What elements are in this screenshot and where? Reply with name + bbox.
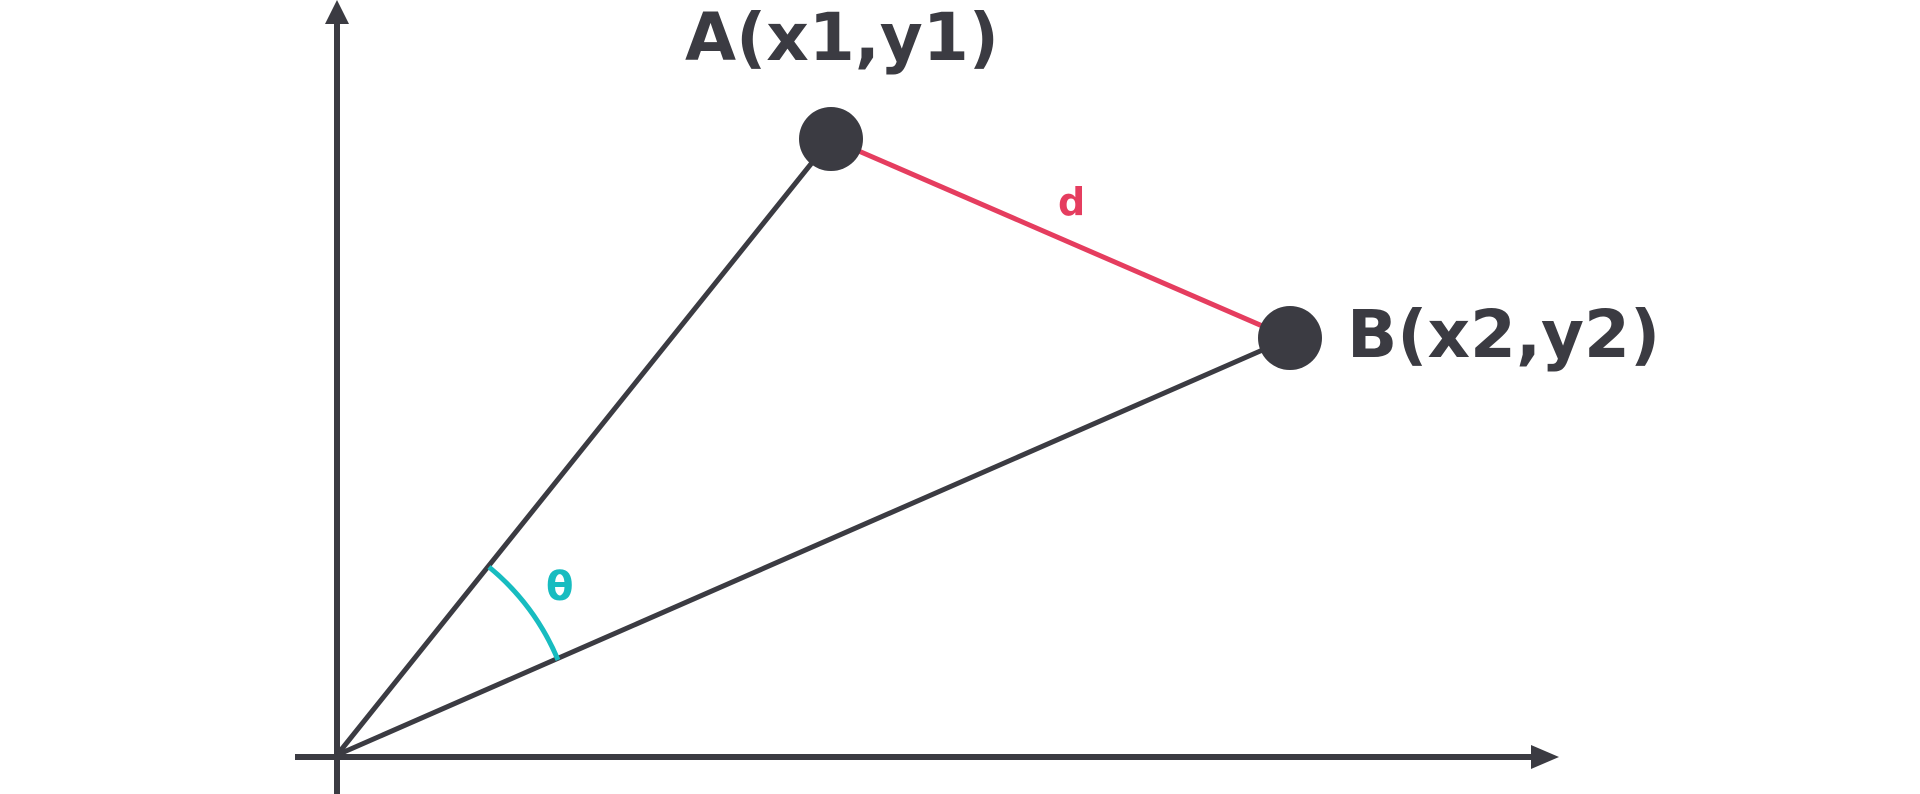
distance-segment <box>830 136 1291 341</box>
distance-label: d <box>1058 180 1085 224</box>
y-axis-arrowhead <box>325 0 349 24</box>
y-axis <box>325 0 349 794</box>
point-a-marker <box>799 107 863 171</box>
point-a-label: A(x1,y1) <box>685 0 999 76</box>
x-axis-arrowhead <box>1531 745 1559 769</box>
vector-origin-to-b <box>335 335 1292 758</box>
point-b-marker <box>1258 306 1322 370</box>
angle-label: θ <box>546 564 573 610</box>
vector-origin-to-a <box>335 137 833 757</box>
angle-arc <box>487 565 561 661</box>
x-axis <box>295 745 1559 769</box>
point-b-label: B(x2,y2) <box>1347 296 1660 373</box>
